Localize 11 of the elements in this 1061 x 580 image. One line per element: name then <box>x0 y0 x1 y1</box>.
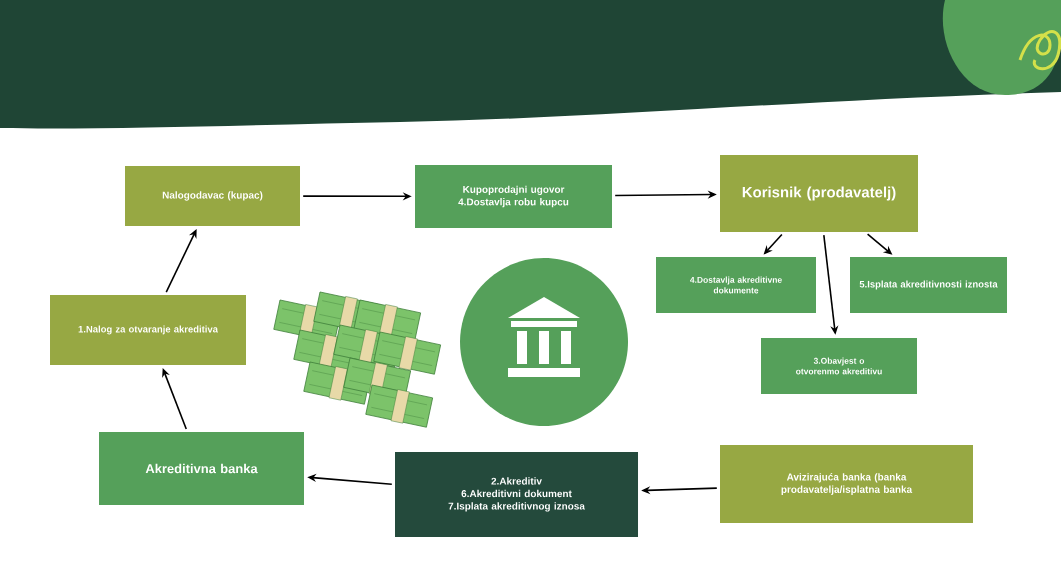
process-box: 1.Nalog za otvaranje akreditiva <box>50 295 246 365</box>
process-box: Avizirajuća banka (banka prodavatelja/isplatna banka <box>720 445 973 523</box>
process-box: Akreditivna banka <box>99 432 304 505</box>
arrow <box>162 368 188 430</box>
process-box: Korisnik (prodavatelj) <box>720 155 918 232</box>
process-box: 4.Dostavlja akreditivne dokumente <box>656 257 816 313</box>
process-box: Nalogodavac (kupac) <box>125 166 300 226</box>
process-box: 5.Isplata akreditivnosti iznosta <box>850 257 1007 313</box>
process-box: 3.Obavjest o otvorenmo akreditivu <box>761 338 917 394</box>
process-box: Kupoprodajni ugovor 4.Dostavlja robu kupcu <box>415 165 612 228</box>
process-box: 2.Akreditiv 6.Akreditivni dokument 7.Isplata akreditivnog iznosa <box>395 452 638 537</box>
